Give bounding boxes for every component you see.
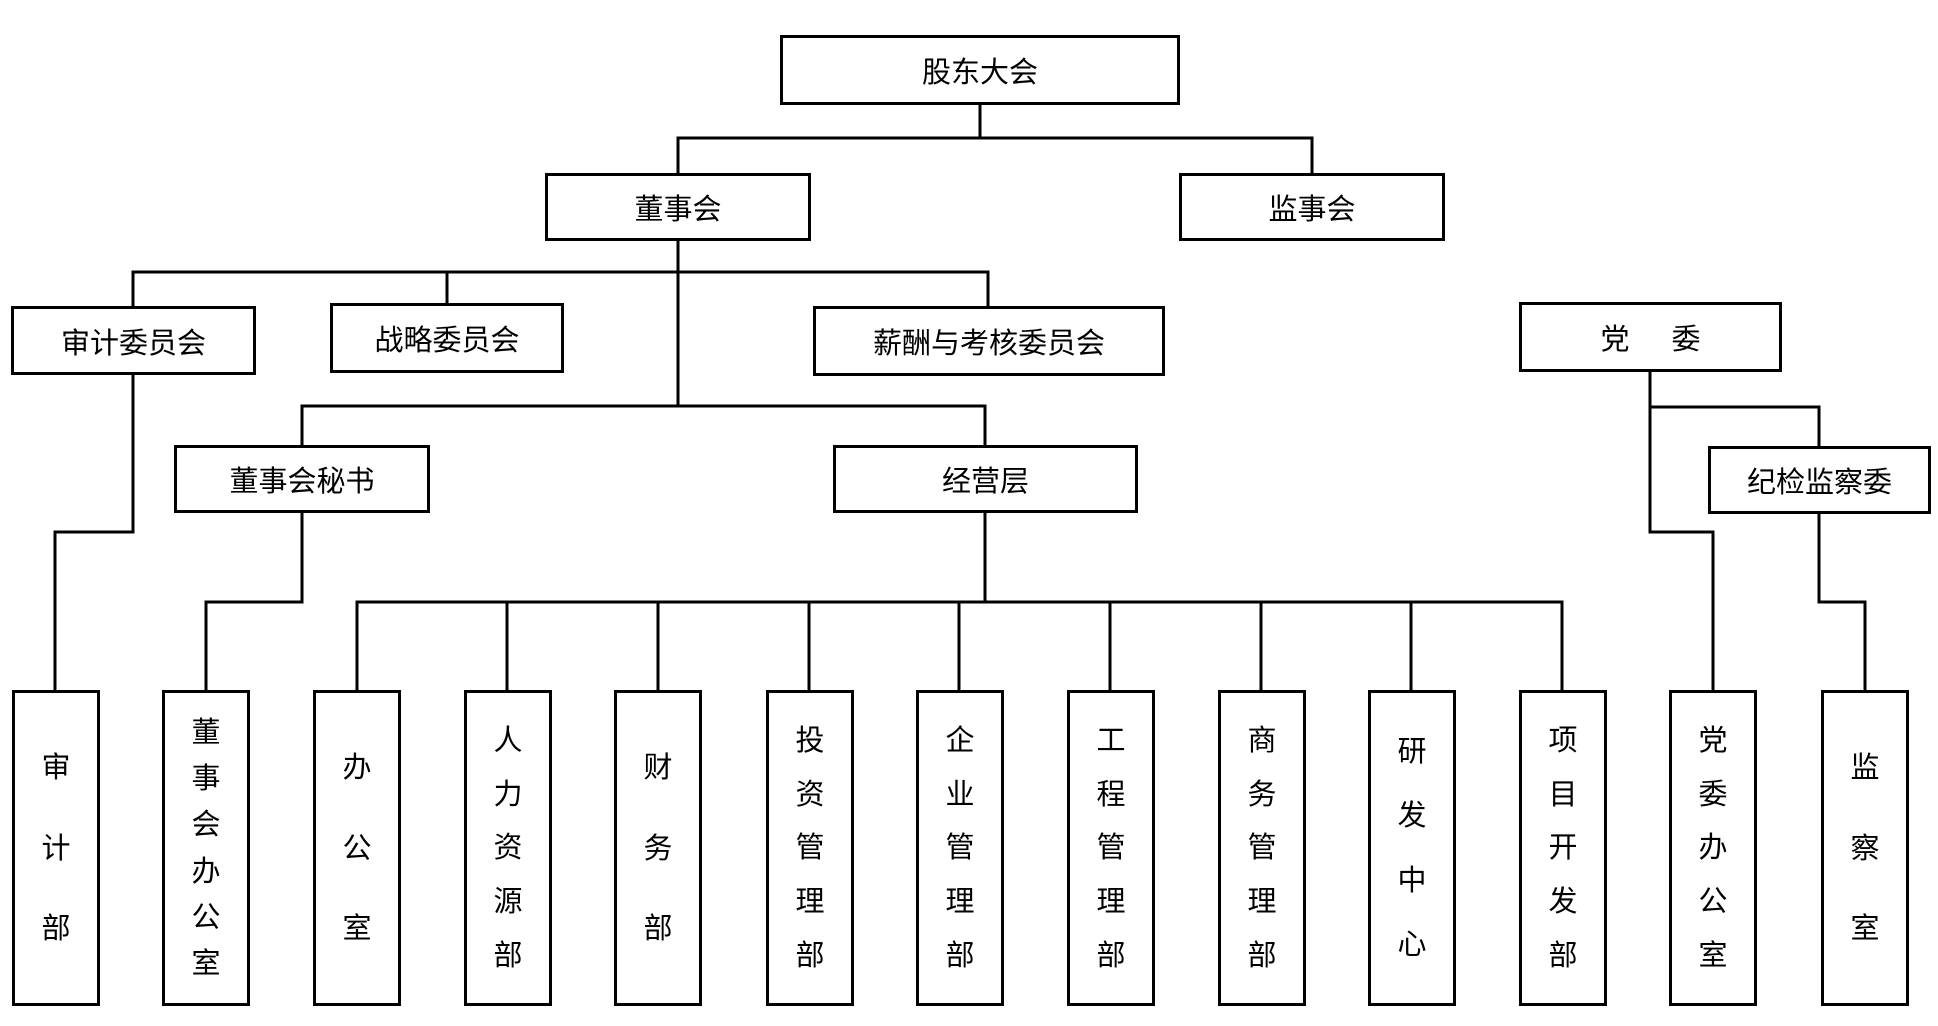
dept-char: 管 [795, 830, 825, 865]
compensation-committee-box: 薪酬与考核委员会 [813, 306, 1165, 376]
dept-char: 资 [493, 830, 523, 865]
dept-char: 室 [1698, 938, 1728, 973]
audit-dept-box: 审计部 [12, 690, 100, 1006]
dept-char: 会 [191, 807, 221, 842]
dept-char: 务 [643, 830, 673, 865]
dept-char: 审 [41, 749, 71, 784]
dept-char: 部 [945, 938, 975, 973]
dept-char: 管 [945, 830, 975, 865]
dept-char: 投 [795, 722, 825, 757]
dept-char: 工 [1096, 722, 1126, 757]
management-box: 经营层 [833, 445, 1138, 513]
dept-char: 部 [1548, 938, 1578, 973]
dept-char: 办 [342, 749, 372, 784]
dept-char: 管 [1096, 830, 1126, 865]
dept-char: 业 [945, 776, 975, 811]
dept-char: 力 [493, 776, 523, 811]
dept-char: 研 [1397, 733, 1427, 768]
audit-committee-box: 审计委员会 [11, 306, 256, 375]
dept-char: 事 [191, 761, 221, 796]
dept-char: 程 [1096, 776, 1126, 811]
dept-char: 务 [1247, 776, 1277, 811]
dept-char: 源 [493, 884, 523, 919]
dept-char: 部 [41, 911, 71, 946]
dept-char: 理 [795, 884, 825, 919]
dept-char: 室 [191, 945, 221, 980]
dept-char: 中 [1397, 862, 1427, 897]
commerce-dept-box: 商务管理部 [1218, 690, 1306, 1006]
party-office-box: 党委办公室 [1669, 690, 1757, 1006]
project-dept-box: 项目开发部 [1519, 690, 1607, 1006]
dept-char: 企 [945, 722, 975, 757]
dept-char: 监 [1850, 749, 1880, 784]
board-secretary-box: 董事会秘书 [174, 445, 430, 513]
dept-char: 公 [191, 899, 221, 934]
shareholders-meeting-box: 股东大会 [780, 35, 1180, 105]
dept-char: 项 [1548, 722, 1578, 757]
board-of-directors-box: 董事会 [545, 173, 811, 241]
connector-discipline [1817, 514, 1867, 690]
engineering-dept-box: 工程管理部 [1067, 690, 1155, 1006]
dept-char: 资 [795, 776, 825, 811]
dept-char: 理 [1247, 884, 1277, 919]
dept-char: 委 [1698, 776, 1728, 811]
connector-committees-bus [131, 270, 990, 306]
dept-char: 部 [1247, 938, 1277, 973]
dept-char: 公 [342, 830, 372, 865]
dept-char: 管 [1247, 830, 1277, 865]
hr-dept-box: 人力资源部 [464, 690, 552, 1006]
connector-mid-bus [300, 404, 987, 445]
supervision-office-box: 监察室 [1821, 690, 1909, 1006]
board-office-box: 董事会办公室 [162, 690, 250, 1006]
connector-party-discipline [1650, 405, 1821, 446]
connector-secretary [204, 512, 304, 690]
dept-char: 发 [1548, 884, 1578, 919]
dept-char: 办 [191, 853, 221, 888]
party-committee-box: 党委 [1519, 302, 1782, 372]
dept-char: 室 [342, 911, 372, 946]
dept-char: 人 [493, 722, 523, 757]
dept-char: 党 [1698, 722, 1728, 757]
connector-shareholders-split [676, 136, 1314, 173]
connector-party [1648, 372, 1715, 690]
connector-audit [53, 374, 135, 690]
dept-char: 董 [191, 715, 221, 750]
finance-dept-box: 财务部 [614, 690, 702, 1006]
dept-char: 计 [41, 830, 71, 865]
dept-char: 公 [1698, 884, 1728, 919]
dept-char: 理 [1096, 884, 1126, 919]
discipline-committee-box: 纪检监察委 [1708, 446, 1931, 514]
strategy-committee-box: 战略委员会 [330, 303, 564, 373]
dept-char: 心 [1397, 927, 1427, 962]
dept-char: 察 [1850, 830, 1880, 865]
dept-char: 办 [1698, 830, 1728, 865]
rd-center-box: 研发中心 [1368, 690, 1456, 1006]
dept-char: 室 [1850, 911, 1880, 946]
enterprise-dept-box: 企业管理部 [916, 690, 1004, 1006]
dept-char: 部 [1096, 938, 1126, 973]
supervisory-board-box: 监事会 [1179, 173, 1445, 241]
dept-char: 开 [1548, 830, 1578, 865]
dept-char: 部 [493, 938, 523, 973]
investment-dept-box: 投资管理部 [766, 690, 854, 1006]
general-office-box: 办公室 [313, 690, 401, 1006]
dept-char: 部 [643, 911, 673, 946]
dept-char: 商 [1247, 722, 1277, 757]
dept-char: 部 [795, 938, 825, 973]
dept-char: 理 [945, 884, 975, 919]
dept-char: 财 [643, 749, 673, 784]
dept-char: 目 [1548, 776, 1578, 811]
dept-char: 发 [1397, 798, 1427, 833]
